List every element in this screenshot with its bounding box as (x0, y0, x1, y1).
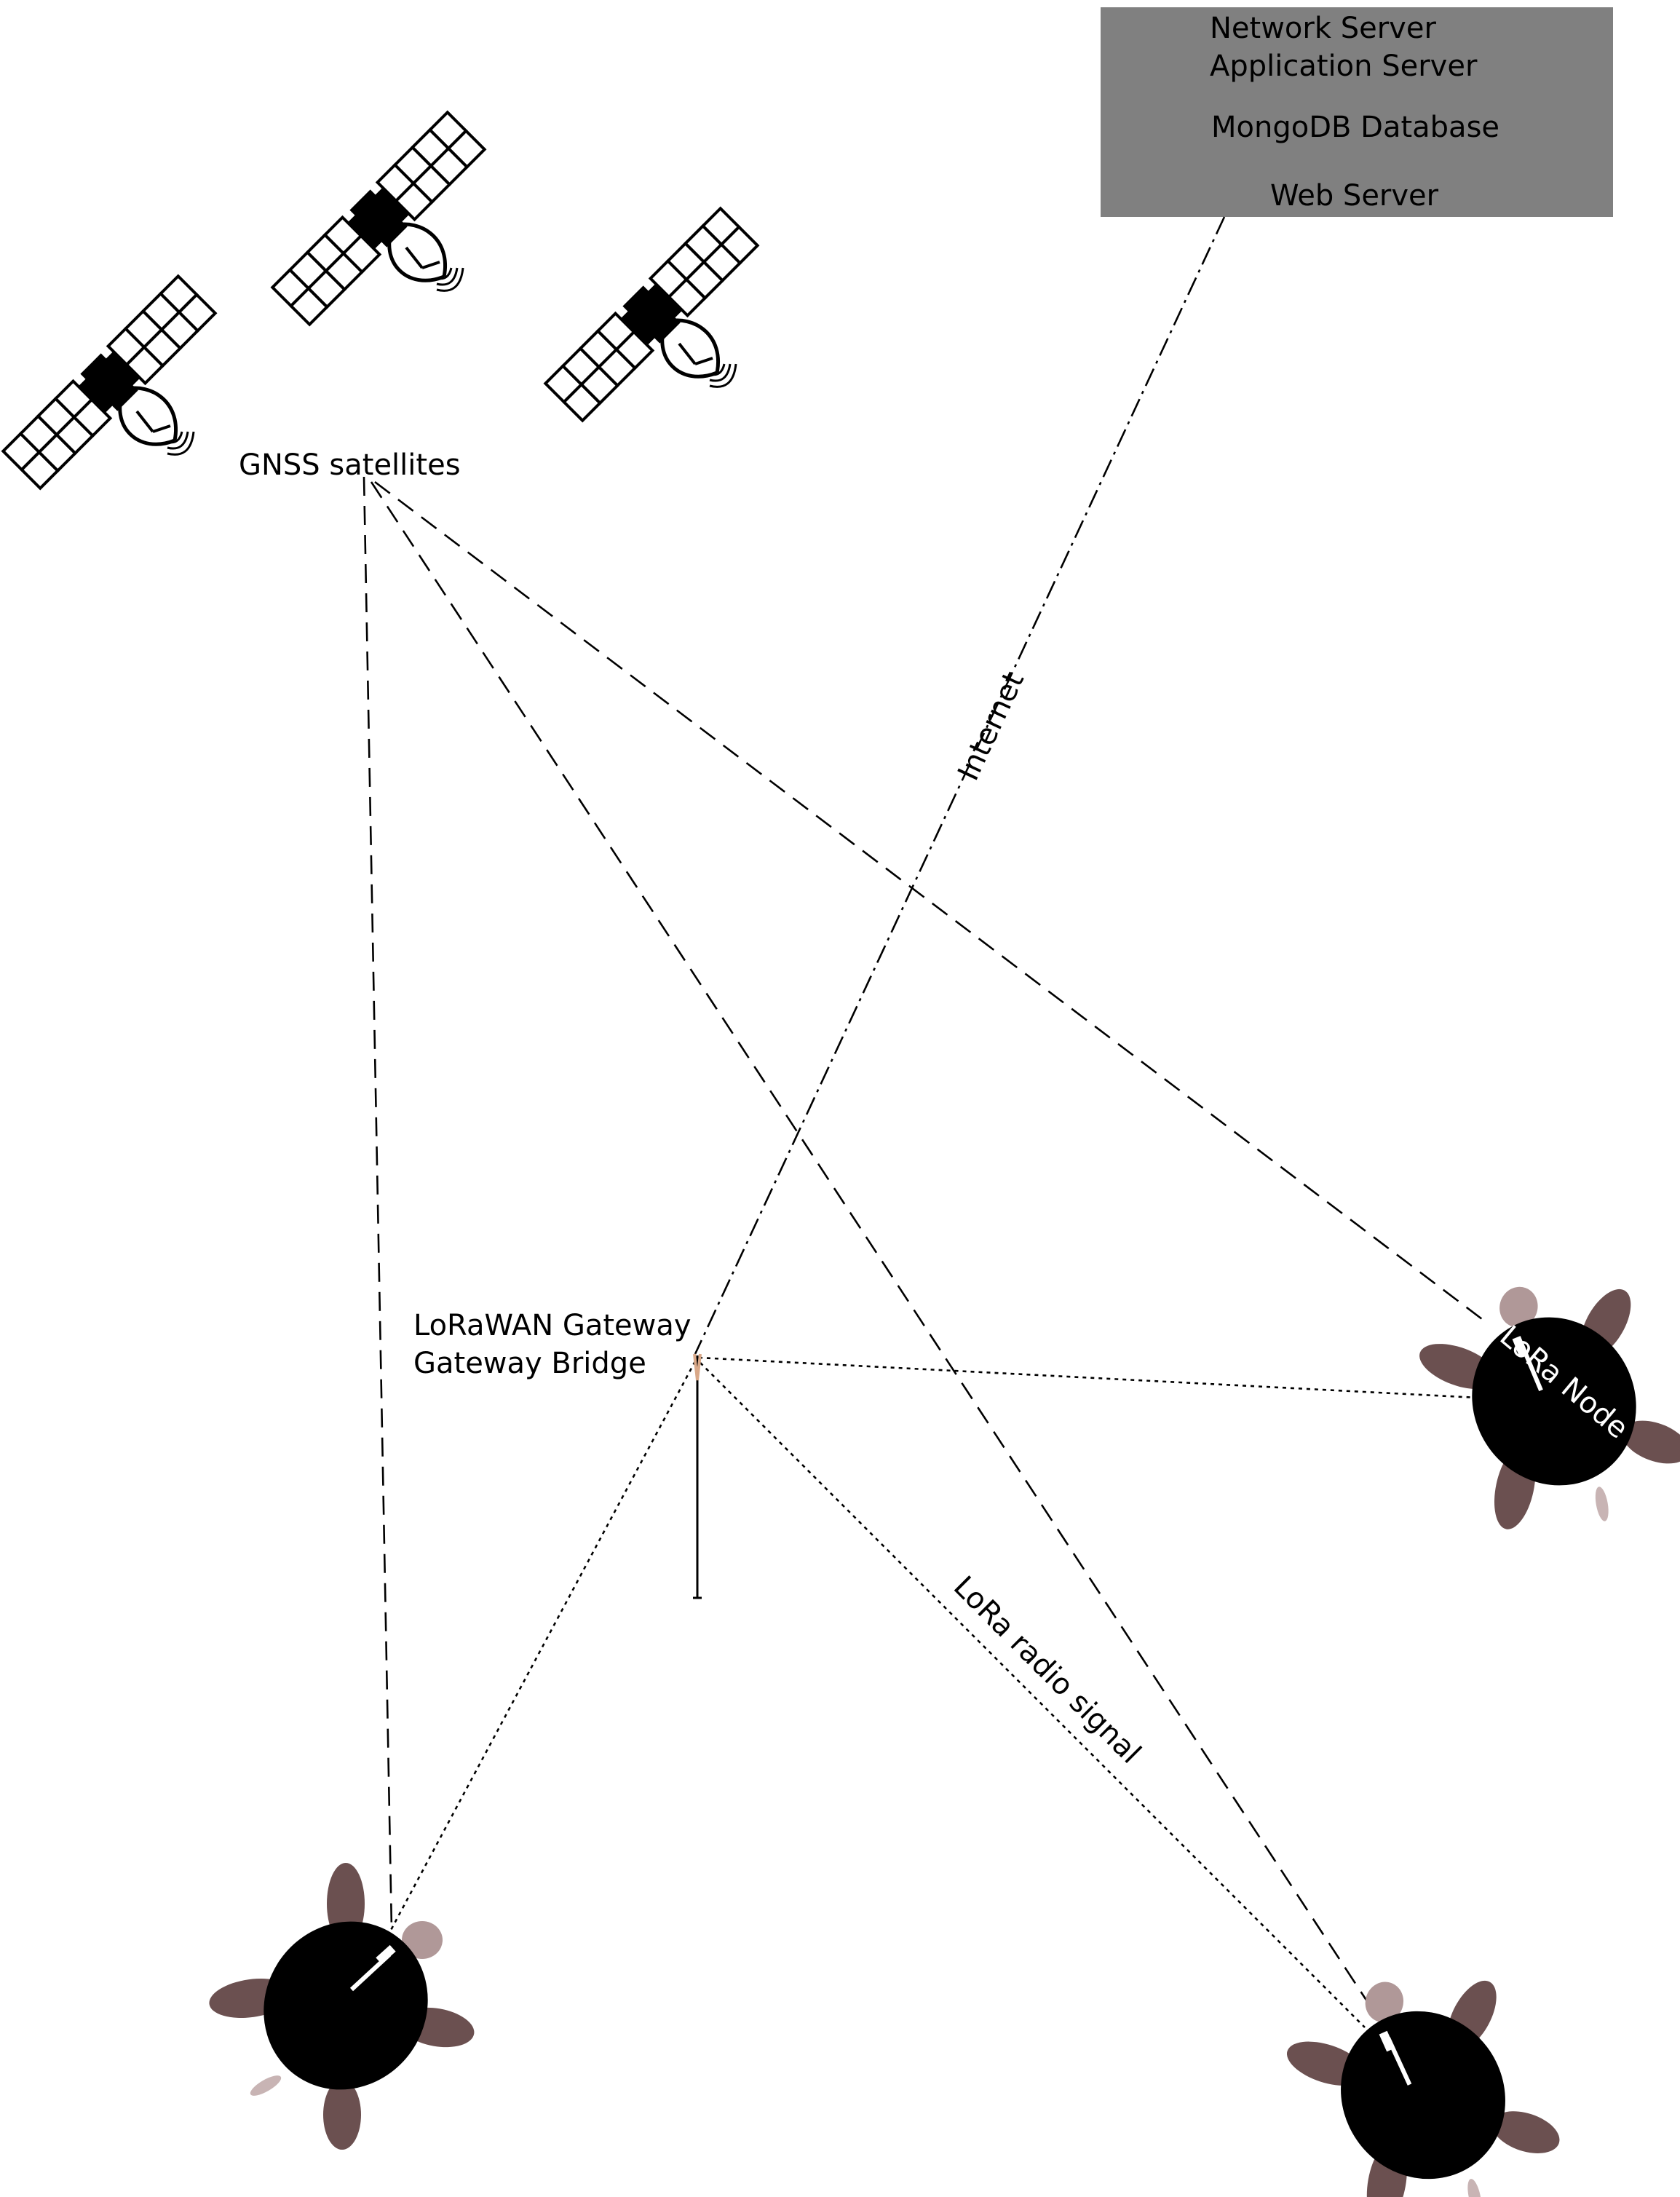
server-line-web-server: Web Server (1270, 179, 1439, 213)
gnss-link-to-bottom-left-turtle (362, 476, 393, 1930)
gateway-antenna-icon (693, 1353, 702, 1599)
server-line-application-server: Application Server (1210, 50, 1478, 83)
internet-label: Internet (951, 667, 1031, 785)
gateway-label-line2: Gateway Bridge (413, 1347, 646, 1380)
server-box-background (1101, 7, 1613, 217)
lora-link-to-bottom-left-turtle (388, 1361, 697, 1933)
satellite-icon (3, 276, 215, 488)
connection-lines (362, 216, 1486, 2028)
server-line-network-server: Network Server (1210, 12, 1436, 45)
gnss-satellites-label: GNSS satellites (239, 448, 461, 482)
server-line-mongodb-database: MongoDB Database (1211, 111, 1499, 144)
turtle-icon (207, 1863, 478, 2150)
gnss-link-to-lora-node (374, 480, 1486, 1323)
gnss-link-to-bottom-right-turtle (370, 481, 1370, 2004)
satellite-icon (545, 208, 757, 420)
lora-link-to-bottom-right-turtle (700, 1362, 1366, 2028)
gateway-label-line1: LoRaWAN Gateway (413, 1309, 692, 1342)
lora-link-to-lora-node (698, 1356, 1478, 1399)
turtle-icon (1245, 1926, 1601, 2197)
internet-link (694, 216, 1226, 1355)
lora-radio-signal-label: LoRa radio signal (947, 1570, 1147, 1770)
satellite-icon (272, 112, 484, 324)
server-box: Network Server Application Server MongoD… (1101, 7, 1613, 217)
turtle-icon (1372, 1229, 1680, 1581)
